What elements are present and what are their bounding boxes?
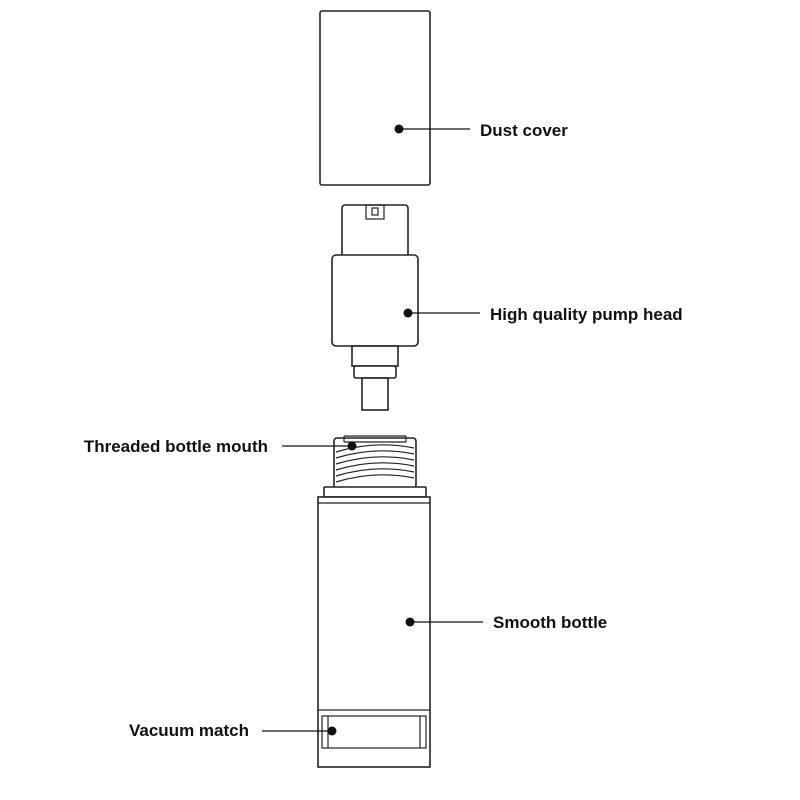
dust-cover-label: Dust cover [480, 121, 568, 140]
bottle-mouth-part [323, 435, 427, 498]
dust-cover-part [319, 10, 431, 186]
pump-head-callout: High quality pump head [403, 305, 683, 324]
vacuum-callout: Vacuum match [129, 721, 337, 740]
bottle-mouth-callout: Threaded bottle mouth [84, 437, 357, 456]
bottle-label: Smooth bottle [493, 613, 607, 632]
pump-head-part [331, 204, 419, 411]
bottle-mouth-label: Threaded bottle mouth [84, 437, 268, 456]
bottle-callout: Smooth bottle [405, 613, 607, 632]
bottle-part [317, 496, 431, 768]
pump-head-label: High quality pump head [490, 305, 683, 324]
dust-cover-callout: Dust cover [394, 121, 568, 140]
vacuum-label: Vacuum match [129, 721, 249, 740]
